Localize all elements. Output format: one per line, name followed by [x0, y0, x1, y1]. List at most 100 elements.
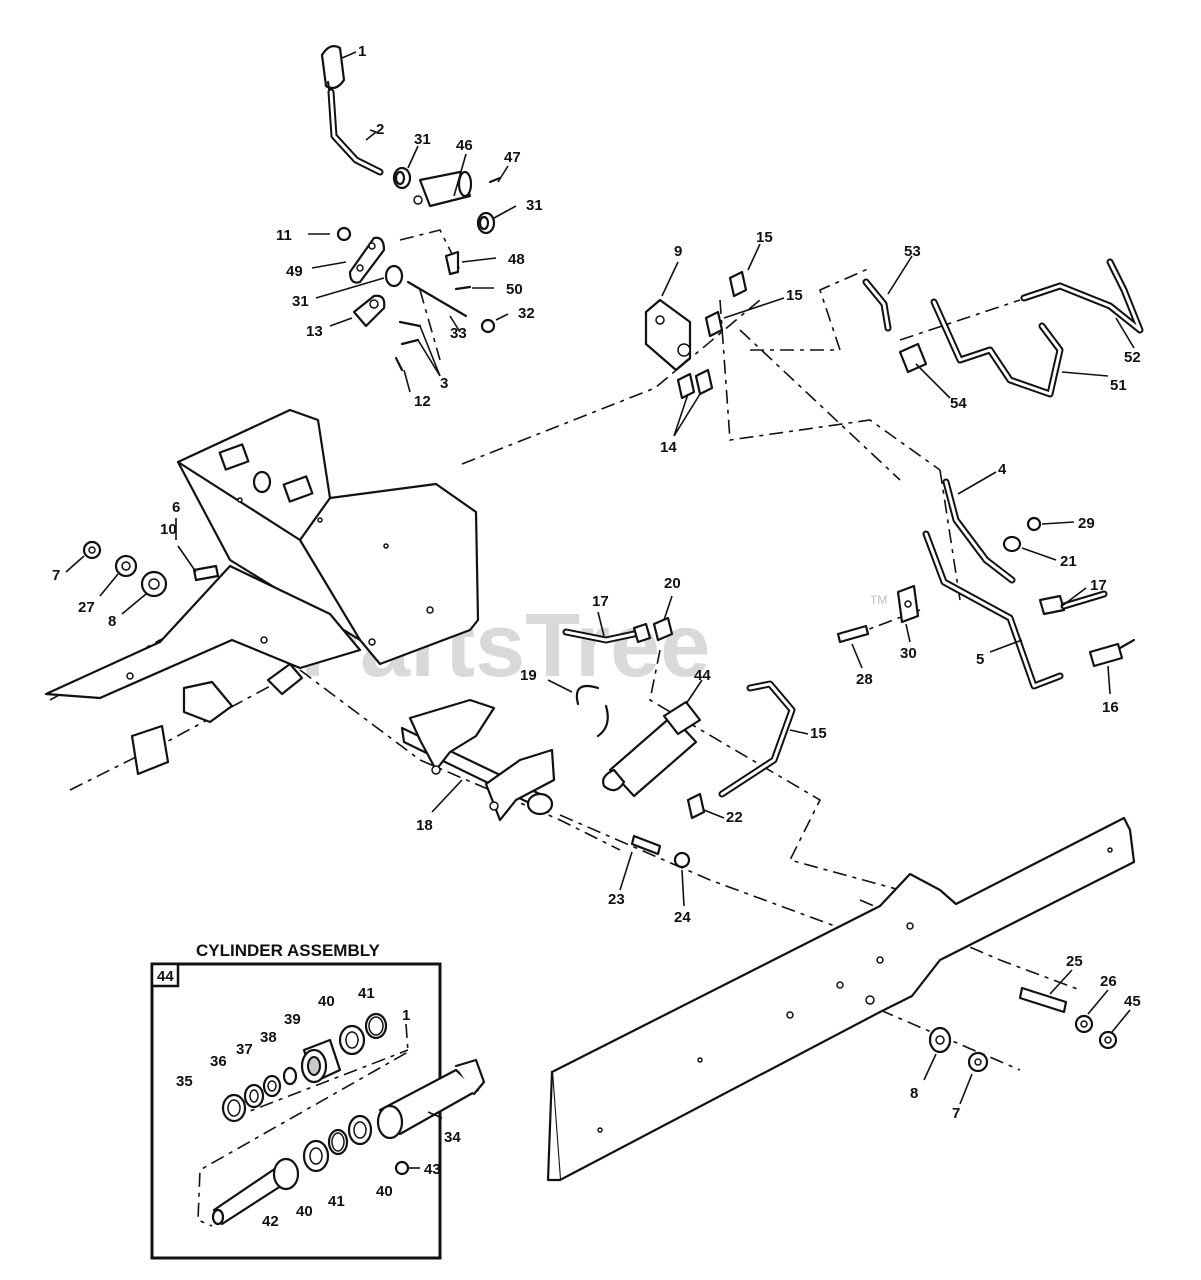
oring-38: [282, 1066, 298, 1086]
cylinder-assembly-inset: CYLINDER ASSEMBLY 44: [150, 941, 486, 1260]
callout-8: 8: [108, 613, 116, 630]
seal-40b: [347, 1114, 373, 1146]
pin-25: [1018, 986, 1068, 1014]
callout-16: 16: [1102, 699, 1119, 716]
callout-37: 37: [236, 1041, 253, 1058]
callout-17: 17: [1090, 577, 1107, 594]
link-rod-33: [406, 280, 468, 318]
callout-27: 27: [78, 599, 95, 616]
ring-35: [221, 1093, 247, 1123]
fitting-22: [686, 792, 706, 820]
callout-2: 2: [376, 121, 384, 138]
fittings-14: [676, 368, 714, 400]
callout-15: 15: [786, 287, 803, 304]
washer-36: [243, 1083, 265, 1109]
lift-shaft: [400, 698, 556, 822]
arm-13: [352, 294, 386, 328]
callout-20: 20: [664, 575, 681, 592]
pin-12: [394, 356, 404, 372]
fitting-15a: [728, 270, 748, 298]
callout-40: 40: [296, 1203, 313, 1220]
callout-19: 19: [520, 667, 537, 684]
bushing-right: [476, 211, 496, 235]
callout-33: 33: [450, 325, 467, 342]
bracket-30: [896, 584, 920, 624]
callout-44: 44: [694, 667, 711, 684]
callout-14: 14: [660, 439, 677, 456]
right-frame-rail: [546, 816, 1136, 1182]
hose-17-right: [1038, 590, 1108, 616]
nut-11: [336, 226, 352, 242]
inset-ref-number: 44: [157, 968, 174, 985]
tube-5: [922, 530, 1064, 690]
callout-41: 41: [358, 985, 375, 1002]
callout-48: 48: [508, 251, 525, 268]
hose-15-cylinder: [718, 680, 796, 798]
callout-6: 6: [172, 499, 180, 516]
washer-7-left: [82, 540, 102, 560]
lever-plate: [348, 236, 386, 284]
callout-46: 46: [456, 137, 473, 154]
bushing-8-left: [140, 570, 168, 598]
callout-7: 7: [52, 567, 60, 584]
control-valve: [644, 298, 692, 372]
fitting-15b: [704, 310, 724, 338]
callout-39: 39: [284, 1011, 301, 1028]
plate-lower-left: [130, 724, 170, 776]
hose-17-center: [562, 622, 652, 644]
bracket-lower-left: [182, 680, 234, 724]
bushing-top: [392, 166, 412, 190]
washer-26: [1074, 1014, 1094, 1034]
seal-37: [262, 1074, 282, 1098]
callout-34: 34: [444, 1129, 461, 1146]
ring-41a: [364, 1012, 388, 1040]
callout-40: 40: [318, 993, 335, 1010]
callout-9: 9: [674, 243, 682, 260]
nut-24: [673, 851, 691, 869]
callout-7: 7: [952, 1105, 960, 1122]
callout-25: 25: [1066, 953, 1083, 970]
callout-8: 8: [910, 1085, 918, 1102]
hydraulic-cylinder: [602, 700, 702, 798]
callout-36: 36: [210, 1053, 227, 1070]
pivot-tube: [413, 170, 473, 208]
bushing-31: [384, 264, 404, 288]
nut-45: [1098, 1030, 1118, 1050]
callout-5: 5: [976, 651, 984, 668]
inset-ref-box: [150, 962, 180, 988]
callout-1: 1: [358, 43, 366, 60]
callout-30: 30: [900, 645, 917, 662]
callout-31: 31: [292, 293, 309, 310]
callout-21: 21: [1060, 553, 1077, 570]
callout-53: 53: [904, 243, 921, 260]
link-arm: [266, 662, 304, 696]
callout-28: 28: [856, 671, 873, 688]
console-box: [176, 408, 480, 666]
gland-39: [300, 1038, 342, 1084]
tube-52: [1020, 258, 1144, 334]
callout-31: 31: [526, 197, 543, 214]
leader-lines: [65, 51, 1135, 1169]
callout-41: 41: [328, 1193, 345, 1210]
seal-40a: [338, 1024, 366, 1056]
tee-54: [898, 342, 928, 374]
callout-18: 18: [416, 817, 433, 834]
callout-50: 50: [506, 281, 523, 298]
washer-7-right: [967, 1051, 989, 1073]
seal-40c: [302, 1139, 330, 1173]
piston-rod-42: [211, 1157, 300, 1226]
callout-31: 31: [414, 131, 431, 148]
callout-43: 43: [424, 1161, 441, 1178]
callout-24: 24: [674, 909, 691, 926]
tube-51: [930, 298, 1064, 398]
callout-10: 10: [160, 521, 177, 538]
left-frame-rail: [44, 564, 362, 700]
watermark-tm: TM: [870, 593, 887, 607]
nut-43: [394, 1160, 410, 1176]
control-handle-knob: [320, 45, 346, 97]
callout-22: 22: [726, 809, 743, 826]
inset-title: CYLINDER ASSEMBLY: [196, 941, 381, 960]
callout-47: 47: [504, 149, 521, 166]
callout-15: 15: [810, 725, 827, 742]
